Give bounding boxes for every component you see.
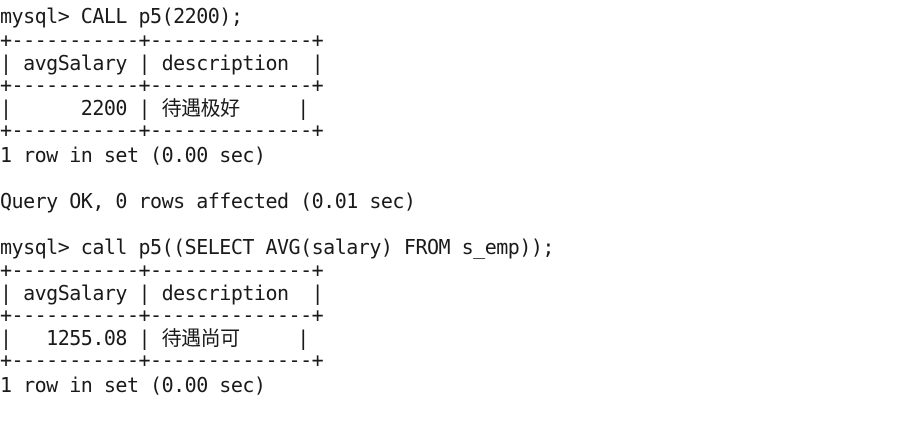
- command-line: mysql> CALL p5(2200);: [0, 4, 243, 28]
- table-data-row: | 2200 | 待遇极好 |: [0, 96, 309, 120]
- table-border-bottom: +-----------+--------------+: [0, 348, 324, 372]
- table-border-bottom: +-----------+--------------+: [0, 118, 324, 142]
- table-header-row: | avgSalary | description |: [0, 281, 324, 305]
- table-border-mid: +-----------+--------------+: [0, 73, 324, 97]
- query-ok-message: Query OK, 0 rows affected (0.01 sec): [0, 189, 416, 213]
- table-border-mid: +-----------+--------------+: [0, 303, 324, 327]
- table-border-top: +-----------+--------------+: [0, 258, 324, 282]
- result-summary: 1 row in set (0.00 sec): [0, 373, 266, 397]
- table-header-row: | avgSalary | description |: [0, 51, 324, 75]
- table-border-top: +-----------+--------------+: [0, 28, 324, 52]
- command-line: mysql> call p5((SELECT AVG(salary) FROM …: [0, 235, 554, 259]
- result-summary: 1 row in set (0.00 sec): [0, 143, 266, 167]
- table-data-row: | 1255.08 | 待遇尚可 |: [0, 326, 309, 350]
